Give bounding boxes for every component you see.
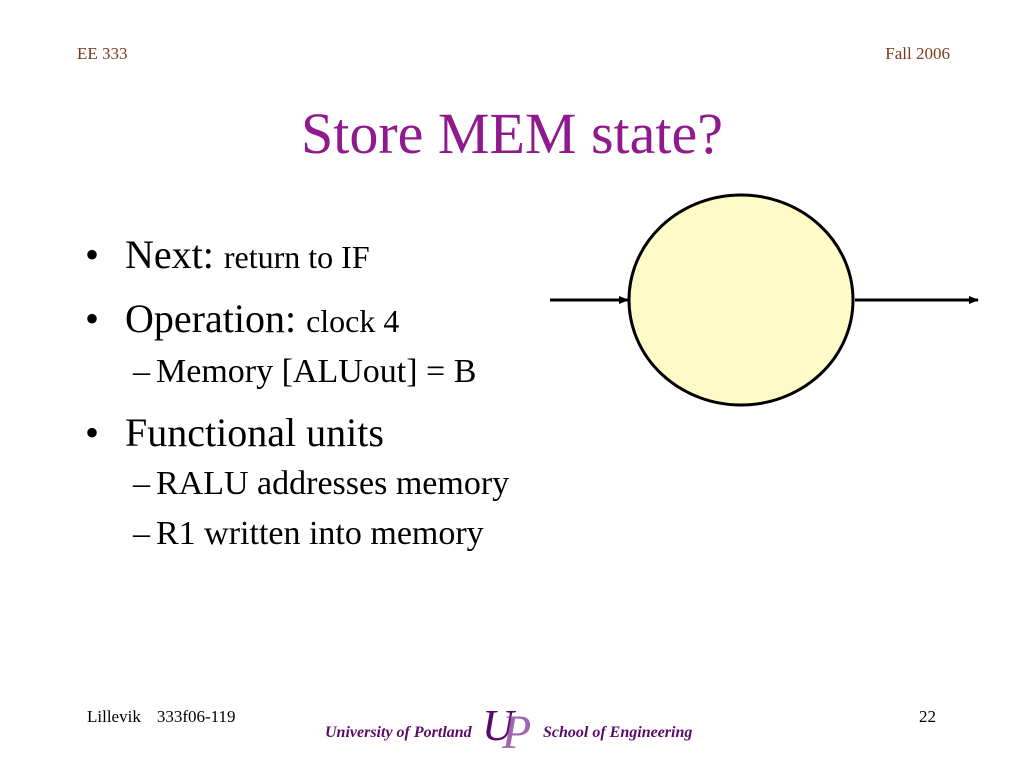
sub-bullet-memory: –Memory [ALUout] = B — [85, 352, 625, 392]
sub-bullet-text: RALU addresses memory — [156, 465, 510, 502]
bullet-label: Next: — [125, 232, 214, 277]
sub-bullet-r1: –R1 written into memory — [85, 514, 625, 554]
sub-bullet-dash: – — [133, 465, 150, 502]
svg-text:U: U — [482, 701, 517, 750]
bullet-functional-units: • Functional units — [85, 410, 625, 456]
footer-left: Lillevik 333f06-119 — [87, 707, 236, 727]
bullet-detail: return to IF — [223, 239, 370, 275]
svg-text:P: P — [501, 706, 531, 754]
sub-bullet-dash: – — [133, 515, 150, 552]
bullet-detail: clock 4 — [306, 303, 400, 339]
state-diagram — [550, 193, 979, 407]
bullet-label: Functional units — [125, 410, 384, 455]
university-name: University of Portland — [325, 724, 472, 741]
school-name: School of Engineering — [543, 724, 693, 741]
author-label: Lillevik — [87, 707, 141, 726]
bullet-label: Operation: — [125, 296, 297, 341]
up-logo-icon: U P — [482, 701, 531, 754]
sub-bullet-text: Memory [ALUout] = B — [156, 353, 477, 390]
sub-bullet-text: R1 written into memory — [156, 515, 484, 552]
course-label: EE 333 — [77, 44, 128, 63]
bullet-dot: • — [85, 232, 100, 277]
slide-title: Store MEM state? — [300, 101, 724, 166]
sub-bullet-ralu: –RALU addresses memory — [85, 464, 625, 504]
sub-bullet-dash: – — [133, 353, 150, 390]
doc-id-label: 333f06-119 — [156, 707, 236, 726]
term-label: Fall 2006 — [885, 44, 950, 63]
bullet-next: • Next: return to IF — [85, 232, 625, 280]
bullet-dot: • — [85, 296, 100, 341]
bullet-operation: • Operation: clock 4 — [85, 296, 625, 344]
bullet-dot: • — [85, 410, 100, 455]
bullet-list: • Next: return to IF • Operation: clock … — [85, 232, 625, 572]
page-number: 22 — [919, 707, 936, 726]
state-circle-icon — [627, 193, 855, 407]
